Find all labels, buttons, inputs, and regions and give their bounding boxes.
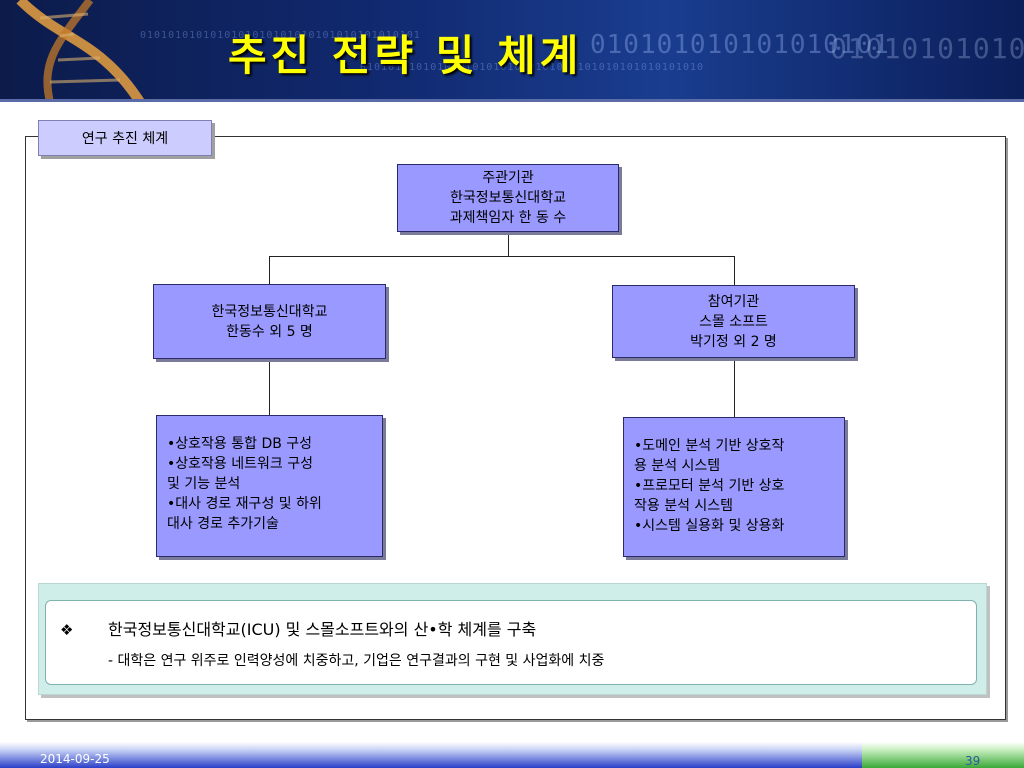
- task-item: •프로모터 분석 기반 상호: [634, 478, 785, 494]
- org-box-line: 한동수 외 5 명: [226, 323, 313, 340]
- connector-main-down: [508, 233, 509, 257]
- task-item: 용 분석 시스템: [634, 458, 721, 474]
- task-item: 대사 경로 추가기술: [167, 516, 279, 532]
- slide-title: 추진 전략 및 체계: [228, 31, 583, 80]
- footer-date: 2014-09-25: [40, 752, 110, 766]
- task-item: •상호작용 통합 DB 구성: [167, 436, 313, 452]
- org-box-line: 박기정 외 2 명: [690, 333, 777, 350]
- dna-helix-graphic: [16, 0, 145, 102]
- org-box-line: 스몰 소프트: [699, 313, 768, 330]
- org-box-partner-institution: 참여기관 스몰 소프트 박기정 외 2 명: [612, 285, 855, 358]
- org-box-lead-institution: 주관기관 한국정보통신대학교 과제책임자 한 동 수: [397, 164, 619, 232]
- org-box-line: 한국정보통신대학교: [211, 303, 328, 320]
- task-item: •시스템 실용화 및 상용화: [634, 518, 785, 534]
- org-box-line: 한국정보통신대학교: [450, 190, 566, 206]
- footer-bar-green: [862, 742, 1024, 768]
- summary-main-text: 한국정보통신대학교(ICU) 및 스몰소프트와의 산•학 체계를 구축: [108, 620, 537, 639]
- org-box-line: 과제책임자 한 동 수: [449, 210, 567, 226]
- task-item: •도메인 분석 기반 상호작: [634, 438, 785, 454]
- task-item: •대사 경로 재구성 및 하위: [167, 496, 322, 512]
- header-banner: 0101010101010101010101010101010101010101…: [0, 0, 1024, 102]
- binary-decoration: 0101010101010101010101010101010101010101: [140, 30, 421, 41]
- section-tab: 연구 추진 체계: [38, 120, 212, 156]
- connector-left-tasks: [269, 360, 270, 415]
- org-box-icu-tasks: •상호작용 통합 DB 구성 •상호작용 네트워크 구성 및 기능 분석 •대사…: [156, 415, 383, 557]
- summary-bullet-row: ❖ 한국정보통신대학교(ICU) 및 스몰소프트와의 산•학 체계를 구축: [60, 618, 536, 642]
- connector-right-down: [734, 256, 735, 285]
- connector-right-tasks: [734, 359, 735, 417]
- org-box-line: 참여기관: [707, 293, 760, 310]
- summary-content-box: [45, 600, 977, 685]
- diamond-bullet-icon: ❖: [60, 621, 74, 639]
- org-box-partner-tasks: •도메인 분석 기반 상호작 용 분석 시스템 •프로모터 분석 기반 상호 작…: [623, 417, 845, 557]
- task-item: 및 기능 분석: [167, 476, 241, 492]
- connector-left-down: [269, 256, 270, 284]
- banner-divider: [0, 99, 1024, 102]
- task-item: 작용 분석 시스템: [634, 498, 734, 514]
- footer-bar-blue: [0, 742, 862, 768]
- binary-decoration: 010101010101: [830, 32, 1024, 65]
- binary-decoration: 0101010101010101010101010101010101010101…: [360, 62, 705, 73]
- binary-decoration: 010101010101010101: [590, 30, 890, 60]
- org-box-icu-team: 한국정보통신대학교 한동수 외 5 명: [153, 284, 386, 359]
- page-number: 39: [965, 754, 981, 768]
- summary-sub-text: - 대학은 연구 위주로 인력양성에 치중하고, 기업은 연구결과의 구현 및 …: [108, 653, 605, 669]
- task-item: •상호작용 네트워크 구성: [167, 456, 313, 472]
- connector-horizontal: [269, 256, 735, 257]
- org-box-line: 주관기관: [482, 170, 534, 186]
